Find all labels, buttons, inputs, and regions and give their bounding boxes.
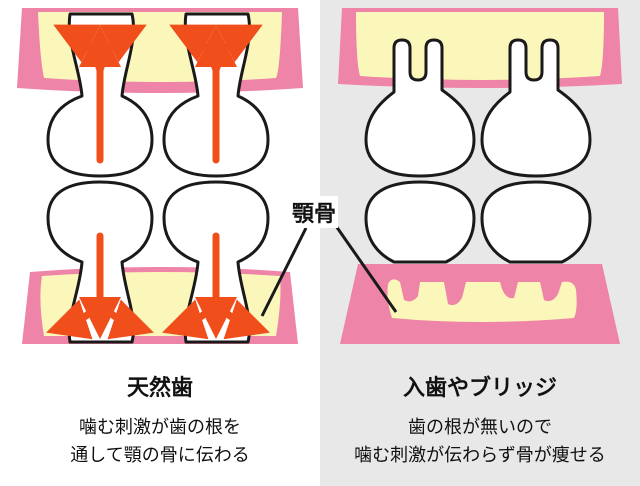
denture-bridge-description: 歯の根が無いので 噛む刺激が伝わらず骨が痩せる (320, 414, 640, 470)
description-line: 歯の根が無いので (408, 417, 552, 438)
description-line: 噛む刺激が伝わらず骨が痩せる (354, 445, 606, 466)
natural-teeth-description: 噛む刺激が歯の根を 通して顎の骨に伝わる (0, 414, 320, 470)
upper-stimulus-arrows (53, 24, 263, 164)
bone-leader-lines (260, 225, 398, 317)
jaw-bone-label: 顎骨 (290, 196, 339, 228)
lower-gum-thick (340, 264, 620, 344)
upper-denture-right-panel (364, 38, 592, 178)
lower-gum (22, 267, 298, 344)
description-line: 通して顎の骨に伝わる (70, 445, 250, 466)
natural-teeth-title: 天然歯 (126, 376, 193, 401)
lower-stimulus-arrows (46, 232, 270, 340)
denture-bridge-title: 入歯やブリッジ (402, 376, 557, 401)
upper-gum (17, 8, 303, 93)
upper-gum-thin (338, 8, 622, 88)
description-line: 噛む刺激が歯の根を (79, 417, 241, 438)
lower-denture-right-panel (364, 180, 592, 264)
